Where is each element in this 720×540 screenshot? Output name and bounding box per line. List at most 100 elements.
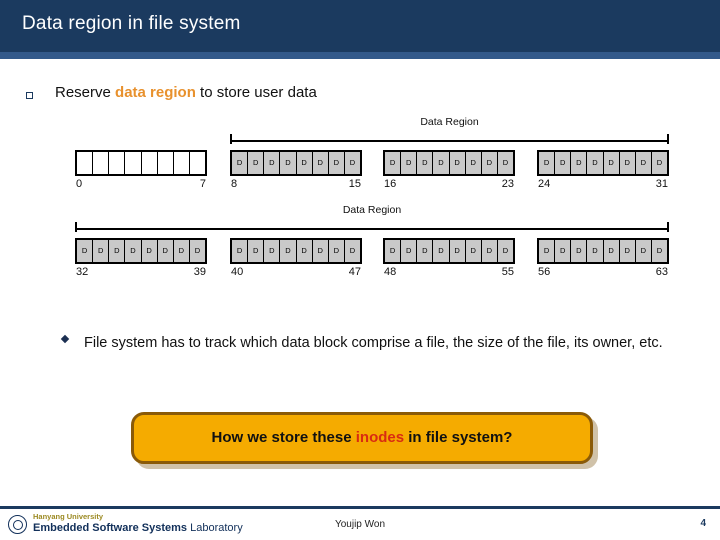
data-block-cell: D [433, 240, 450, 262]
data-block-cell: D [296, 152, 313, 174]
data-block-cell: D [417, 152, 434, 174]
slide-header-bar: Data region in file system [0, 0, 720, 52]
data-block-cell: D [587, 152, 604, 174]
data-block-cell: D [539, 152, 556, 174]
data-block-cell: D [497, 152, 513, 174]
block-range-end: 55 [501, 266, 514, 278]
data-block-cell: D [264, 240, 281, 262]
data-block-cell: D [328, 152, 345, 174]
data-region-label: Data Region [342, 204, 402, 216]
data-block-cell: D [280, 152, 297, 174]
data-block-cell: D [651, 240, 667, 262]
data-block-cell: D [571, 152, 588, 174]
callout-text-after: in file system? [404, 429, 513, 446]
bracket-line [75, 228, 669, 230]
block-range-end: 39 [193, 266, 206, 278]
data-block-cell: D [157, 240, 174, 262]
block-range-start: 24 [538, 178, 551, 190]
data-block-cell: D [248, 152, 265, 174]
block-range-end: 31 [655, 178, 668, 190]
data-block-cell: D [481, 240, 498, 262]
block-range-start: 56 [538, 266, 551, 278]
header-accent-bar [0, 52, 720, 59]
data-block-cell: D [635, 240, 652, 262]
data-block-cell: D [619, 240, 636, 262]
data-block-cell: D [248, 240, 265, 262]
data-block-cell: D [603, 152, 620, 174]
data-block-cell: D [555, 240, 572, 262]
block-range-end: 63 [655, 266, 668, 278]
data-block-cell: D [280, 240, 297, 262]
data-region-label: Data Region [420, 116, 479, 128]
lab-logo: Hanyang University Embedded Software Sys… [8, 512, 243, 538]
question-callout-box: How we store these inodes in file system… [131, 412, 593, 464]
block-range-labels: 32 39 [75, 266, 207, 282]
block-range-start: 0 [76, 178, 83, 190]
data-block-cell: D [497, 240, 513, 262]
data-block-cell: D [603, 240, 620, 262]
data-region-bracket: Data Region [230, 116, 669, 144]
data-block-cell: D [539, 240, 556, 262]
data-block-cell: D [173, 240, 190, 262]
block-range-start: 40 [231, 266, 244, 278]
bullet-level2-text: File system has to track which data bloc… [84, 335, 663, 351]
data-region-bracket: Data Region [75, 204, 669, 232]
data-block-cell: D [401, 240, 418, 262]
block-range-start: 32 [76, 266, 89, 278]
bracket-cap-left [230, 134, 232, 144]
data-block-cell: D [417, 240, 434, 262]
block-range-end: 7 [199, 178, 206, 190]
data-block-cell: D [587, 240, 604, 262]
bullet1-text-after: to store user data [195, 84, 317, 101]
lab-name-bold: Embedded Software Systems [33, 522, 188, 534]
callout-text-before: How we store these [211, 429, 356, 446]
data-block-cell: D [449, 152, 466, 174]
bullet1-highlight: data region [115, 84, 196, 101]
data-block-cell: D [77, 240, 94, 262]
data-block-cell: D [465, 240, 482, 262]
slide-footer: Hanyang University Embedded Software Sys… [0, 509, 720, 540]
footer-divider [0, 506, 720, 509]
data-block-cell: D [385, 240, 402, 262]
data-block-cell: D [651, 152, 667, 174]
data-block-cell: D [312, 152, 329, 174]
page-title: Data region in file system [22, 13, 241, 34]
block-cells [75, 150, 207, 176]
data-block-cell: D [401, 152, 418, 174]
callout-highlight: inodes [355, 429, 405, 446]
data-block-cell: D [481, 152, 498, 174]
block-range-end: 23 [501, 178, 514, 190]
data-block-cell [77, 152, 94, 174]
bullet1-text-before: Reserve [55, 84, 116, 101]
university-name: Hanyang University [33, 512, 104, 521]
bullet-level1: Reserve data region to store user data [26, 84, 696, 108]
bracket-cap-left [75, 222, 77, 232]
diamond-bullet-icon [60, 334, 70, 344]
data-block-cell: D [296, 240, 313, 262]
block-range-labels: 24 31 [537, 178, 669, 194]
data-block-cell: D [93, 240, 110, 262]
footer-page-number: 4 [700, 518, 706, 529]
block-range-start: 48 [384, 266, 397, 278]
data-block-cell [125, 152, 142, 174]
lab-name-light: Laboratory [187, 522, 243, 534]
block-range-start: 8 [231, 178, 238, 190]
data-block-cell [190, 152, 205, 174]
data-block-cell: D [555, 152, 572, 174]
